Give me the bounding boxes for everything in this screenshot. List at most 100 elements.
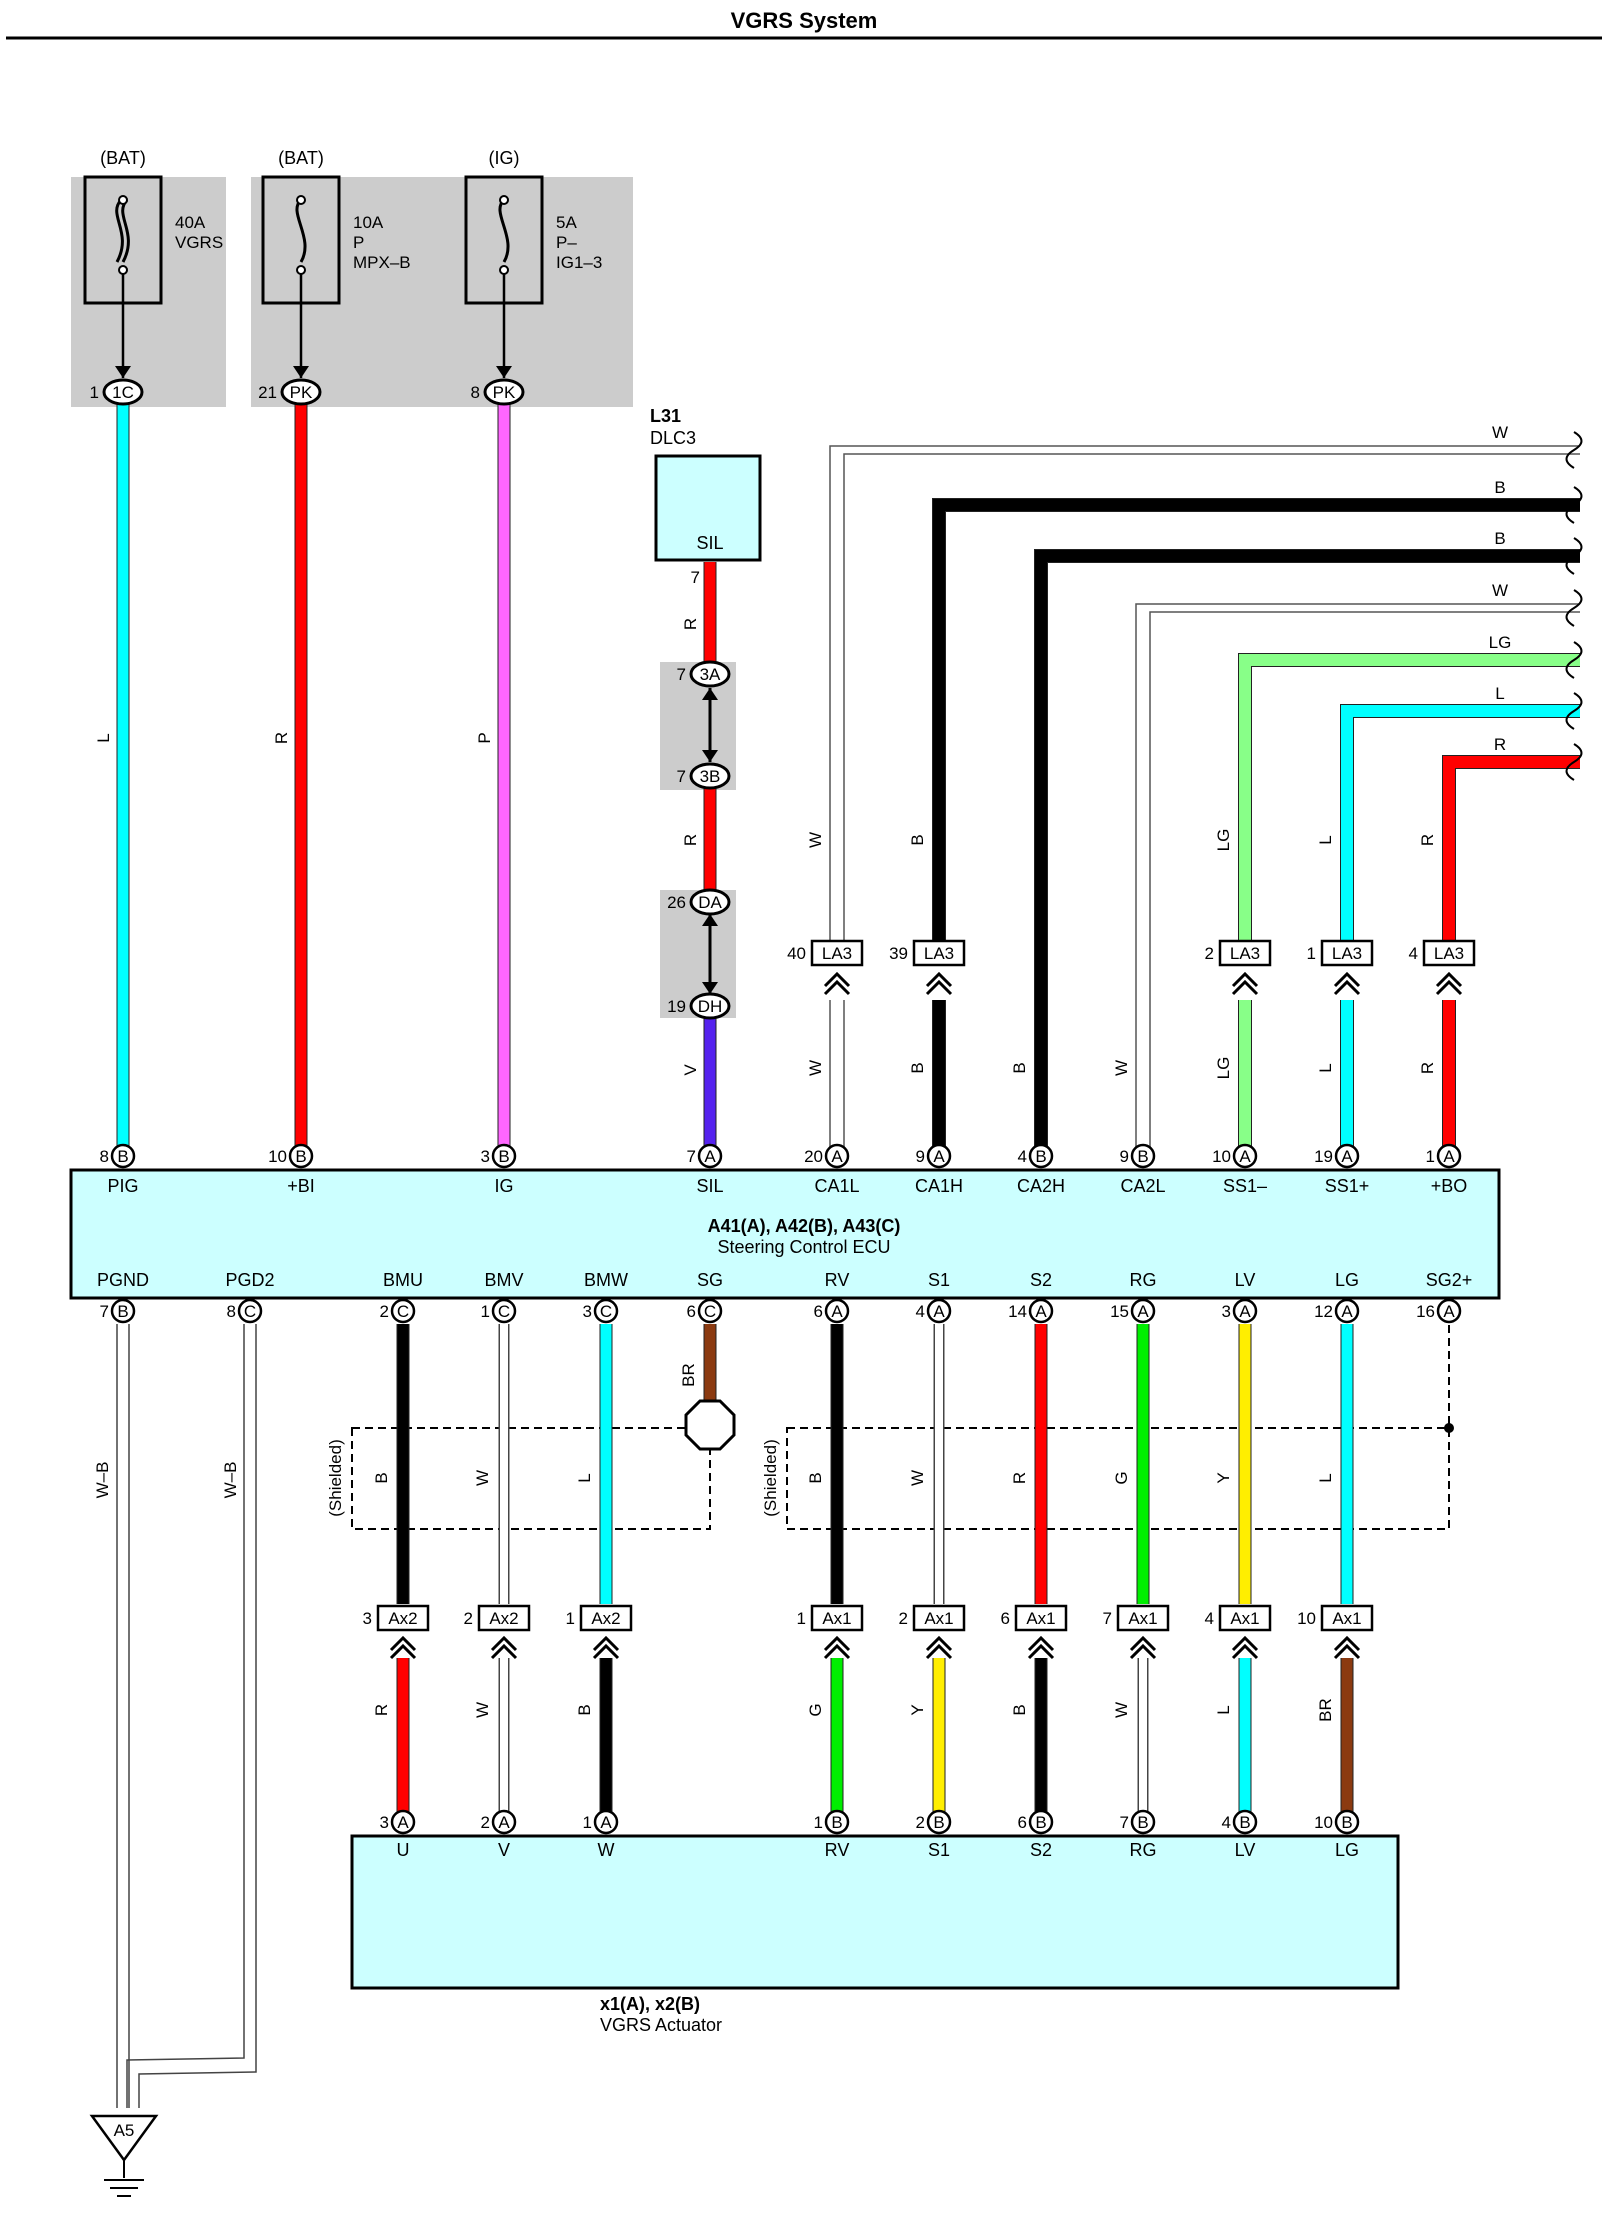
- la3-1-connector: [912, 939, 966, 967]
- ecu-top-name-10: +BO: [1431, 1176, 1468, 1196]
- ecu-bottom-pin-5-letter: C: [704, 1302, 716, 1321]
- feed-wire-2: [1034, 549, 1580, 1154]
- junction-1-number: 7: [677, 767, 686, 786]
- ax-3-label: Ax1: [822, 1609, 851, 1628]
- ax-1-label: Ax2: [489, 1609, 518, 1628]
- feed-break-3: [1565, 589, 1583, 627]
- ecu-top-pin-6-letter: B: [1035, 1147, 1046, 1166]
- feed-break-6: [1565, 743, 1583, 781]
- junction-arrow-up-0: [702, 688, 718, 700]
- actuator-box: [350, 1834, 1400, 1990]
- ecu-name: Steering Control ECU: [717, 1237, 890, 1257]
- feed-wire-4-fill: [1239, 654, 1580, 1154]
- ax-8-label: Ax1: [1332, 1609, 1361, 1628]
- ecu-bottom-pin-7-number: 4: [916, 1302, 925, 1321]
- feed-upper-label-0: W: [806, 832, 825, 848]
- ecu-bottom-name-10: LV: [1235, 1270, 1256, 1290]
- ax-chevron-1: [490, 1635, 518, 1660]
- shield-ground-icon: [684, 1399, 736, 1451]
- la3-0-label: LA3: [822, 944, 852, 963]
- sensor-wire-label-2: L: [575, 1473, 594, 1482]
- ax-gap-5: [1023, 1628, 1059, 1658]
- actuator-pin-name-2: W: [598, 1840, 615, 1860]
- ax-chevron-5: [1027, 1635, 1055, 1660]
- ground-wire-1: [116, 1324, 130, 2108]
- actuator-pin-7-letter: B: [1239, 1813, 1250, 1832]
- ecu-bottom-name-5: SG: [697, 1270, 723, 1290]
- fuse-rating-2-1: P–: [556, 233, 577, 252]
- dlc-wire-label-3: V: [681, 1064, 700, 1076]
- actuator-wire-label-0: R: [372, 1704, 391, 1716]
- ecu-top-pin-5-terminal: [926, 1143, 952, 1169]
- ecu-bottom-pin-1-letter: C: [244, 1302, 256, 1321]
- ecu-bottom-pin-6-terminal: [824, 1298, 850, 1324]
- ax-0-connector: [376, 1604, 430, 1632]
- ax-5-number: 6: [1001, 1609, 1010, 1628]
- feed-wire-1: [932, 498, 1580, 1154]
- ground-wire-2: [126, 1324, 257, 2108]
- sensor-wire-label-6: G: [1112, 1471, 1131, 1484]
- sensor-wire-label-3: B: [806, 1472, 825, 1483]
- la3-1-label: LA3: [924, 944, 954, 963]
- actuator-pin-0-letter: A: [397, 1813, 409, 1832]
- ax-0-number: 3: [363, 1609, 372, 1628]
- ecu-bottom-name-4: BMW: [584, 1270, 628, 1290]
- dlc-wire-label-1: R: [681, 618, 700, 630]
- ecu-bottom-pin-12-terminal: [1436, 1298, 1462, 1324]
- la3-chevron-0: [823, 971, 851, 996]
- ecu-top-pin-7-letter: B: [1137, 1147, 1148, 1166]
- fuse-conn-0-connector: [102, 378, 144, 406]
- ecu-bottom-name-6: RV: [825, 1270, 850, 1290]
- actuator-pin-name-0: U: [397, 1840, 410, 1860]
- ground-code: A5: [114, 2121, 135, 2140]
- feed-lower-label-4: LG: [1214, 1057, 1233, 1080]
- ax-2-number: 1: [566, 1609, 575, 1628]
- ecu-top-pin-9-terminal: [1334, 1143, 1360, 1169]
- junction-arrow-down-0: [702, 750, 718, 762]
- fuse-arrow-2: [496, 366, 512, 378]
- junction-2-label: DA: [698, 893, 722, 912]
- feed-wire-label-0: W: [1492, 423, 1508, 442]
- ecu-top-name-4: CA1L: [814, 1176, 859, 1196]
- ecu-top-pin-10-terminal: [1436, 1143, 1462, 1169]
- la3-3-connector: [1320, 939, 1374, 967]
- ecu-bottom-pin-5-terminal: [697, 1298, 723, 1324]
- actuator-wire-label-3: G: [806, 1703, 825, 1716]
- fuse-rating-2-2: IG1–3: [556, 253, 602, 272]
- actuator-pin-7-terminal: [1232, 1809, 1258, 1835]
- dlc-box: [654, 454, 762, 562]
- ecu-top-name-2: IG: [494, 1176, 513, 1196]
- ax-gap-1: [486, 1628, 522, 1658]
- fuse-bottom-node-2: [499, 265, 509, 275]
- ax-5-connector: [1014, 1604, 1068, 1632]
- ecu-top-pin-8-letter: A: [1239, 1147, 1251, 1166]
- ecu-bottom-pin-1-number: 8: [227, 1302, 236, 1321]
- fuse-conn-0-label: 1C: [112, 383, 134, 402]
- ecu-top-pin-5-letter: A: [933, 1147, 945, 1166]
- ecu-bottom-pin-10-letter: A: [1239, 1302, 1251, 1321]
- ecu-top-pin-9-number: 19: [1314, 1147, 1333, 1166]
- ecu-top-pin-3-letter: A: [704, 1147, 716, 1166]
- fuse-conn-1-connector: [280, 378, 322, 406]
- feed-break-4: [1565, 641, 1583, 679]
- ground-wire-label-1: W–B: [93, 1462, 112, 1499]
- actuator-pin-0-terminal: [390, 1809, 416, 1835]
- actuator-pin-5-number: 6: [1018, 1813, 1027, 1832]
- sensor-wire-label-5: R: [1010, 1472, 1029, 1484]
- la3-0-number: 40: [787, 944, 806, 963]
- ecu-top-name-6: CA2H: [1017, 1176, 1065, 1196]
- ecu-top-pin-1-letter: B: [295, 1147, 306, 1166]
- fuse-supply-1: (BAT): [278, 148, 324, 168]
- ground-symbol-icon: [104, 2160, 144, 2197]
- feed-wire-4: [1238, 653, 1580, 1154]
- feed-wire-2-fill: [1035, 550, 1580, 1154]
- la3-3-number: 1: [1307, 944, 1316, 963]
- actuator-pin-4-letter: B: [933, 1813, 944, 1832]
- ax-gap-4: [921, 1628, 957, 1658]
- feed-wire-label-5: L: [1495, 684, 1504, 703]
- page-title: VGRS System: [731, 8, 878, 33]
- fuse-conn-2-number: 8: [471, 383, 480, 402]
- ax-7-label: Ax1: [1230, 1609, 1259, 1628]
- actuator-pin-6-number: 7: [1120, 1813, 1129, 1832]
- ecu-top-name-5: CA1H: [915, 1176, 963, 1196]
